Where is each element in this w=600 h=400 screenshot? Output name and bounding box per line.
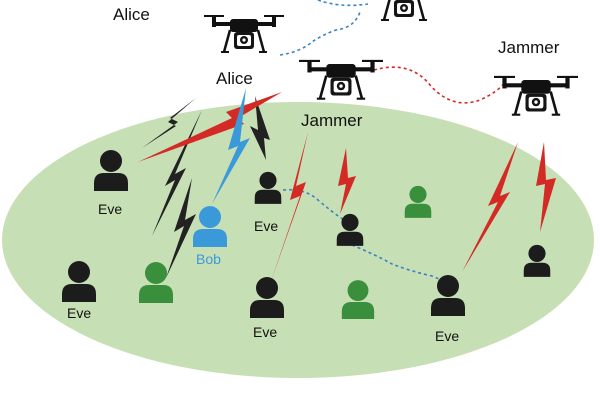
alice-top-label: Alice <box>113 5 150 24</box>
lightning-bolt-icon <box>338 148 356 214</box>
lightning-bolt-icon <box>270 132 308 284</box>
jammer-right-label: Jammer <box>498 38 560 57</box>
eve-label: Eve <box>253 324 277 340</box>
drone-icon <box>202 14 286 54</box>
lightning-bolt-icon <box>536 142 556 232</box>
alice-eavesdrop-links <box>142 96 270 278</box>
alice-trajectory <box>279 11 361 56</box>
lightning-bolt-icon <box>152 110 202 236</box>
drone-icon <box>494 77 578 115</box>
jammer-mid-label: Jammer <box>301 111 363 130</box>
alice-trajectory-top <box>317 0 369 7</box>
user-trajectory <box>282 188 345 221</box>
lightning-bolt-icon <box>250 96 270 160</box>
user-trajectory-2 <box>351 244 451 291</box>
eve-label: Eve <box>254 218 278 234</box>
jamming-links <box>138 92 556 284</box>
eve-label: Eve <box>67 305 91 321</box>
bob-label: Bob <box>196 251 221 267</box>
trajectory-paths <box>279 0 506 291</box>
bob-link-bolt <box>212 88 250 204</box>
lightning-bolt-icon <box>462 142 518 272</box>
ground-area <box>2 102 594 378</box>
jammer-trajectory <box>373 66 506 104</box>
lightning-bolt-icon <box>138 92 282 162</box>
drone-icon <box>299 61 383 99</box>
alice-label: Alice <box>216 69 253 88</box>
eve-label: Eve <box>435 328 459 344</box>
drone-icon <box>362 0 446 22</box>
eve-label: Eve <box>98 201 122 217</box>
